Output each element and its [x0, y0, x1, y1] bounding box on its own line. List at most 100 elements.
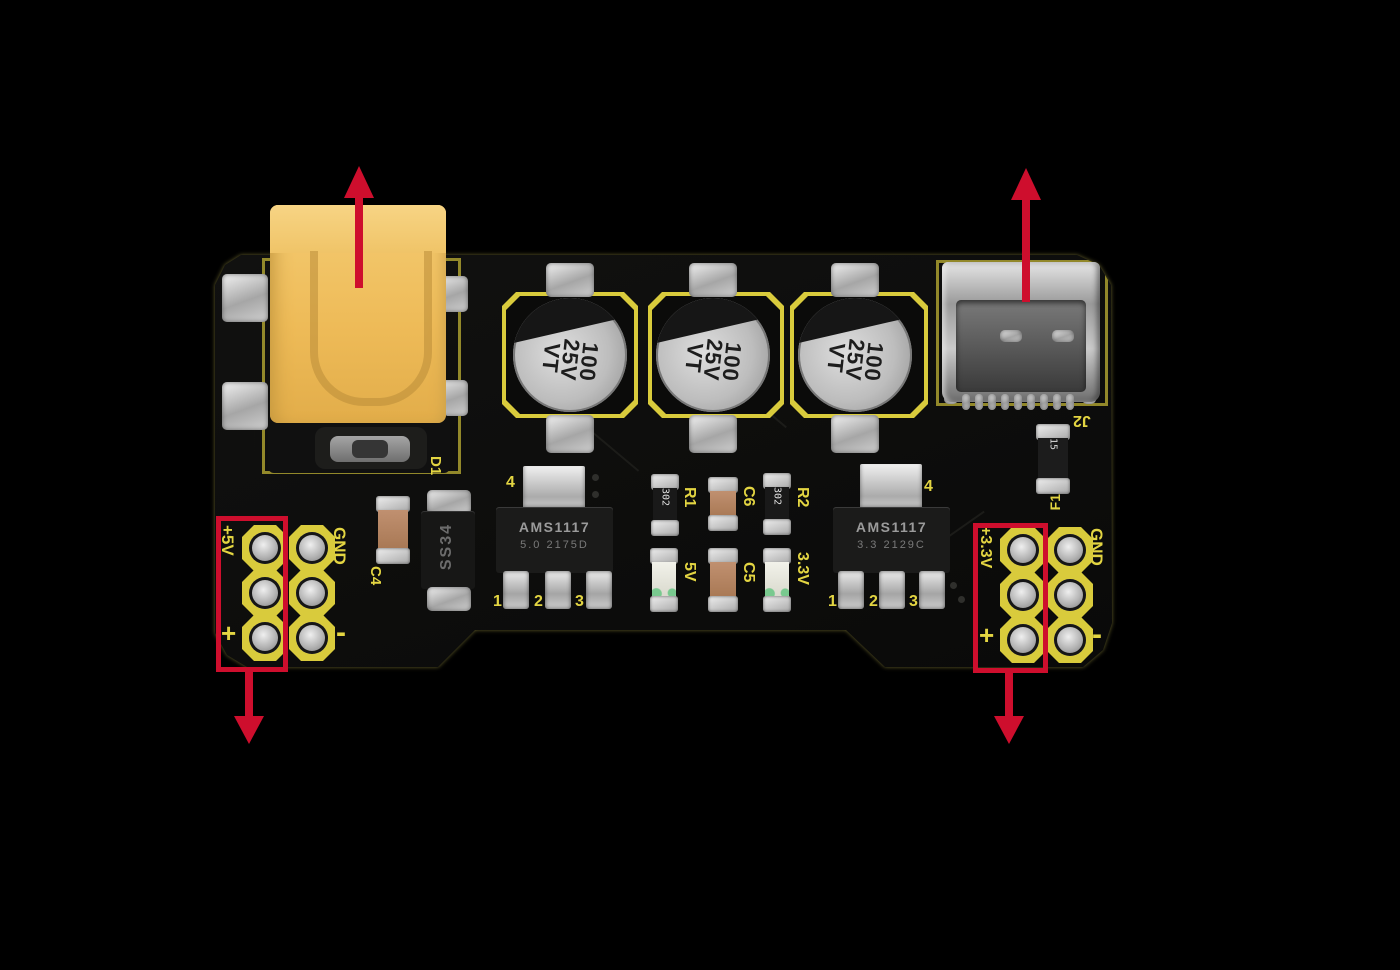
rail-5v-arrow-icon	[234, 716, 264, 744]
usb-pin-tooth	[988, 394, 996, 410]
regulator-right-ams1117: AMS1117 3.3 2129C	[833, 507, 950, 573]
led-5v	[650, 548, 678, 612]
header-left-pin	[289, 615, 335, 661]
usb-pin-tooth	[1027, 394, 1035, 410]
c6-ref-label: C6	[740, 486, 757, 507]
resistor-r2: 302	[763, 473, 791, 535]
regulator-left-pin	[545, 571, 571, 609]
r1-ref-label: R1	[681, 487, 698, 508]
capacitor-c5	[708, 548, 738, 612]
header-right-rail-label: +3.3V	[977, 526, 994, 569]
solder-pad	[1054, 534, 1086, 566]
usb-pin-tooth	[1014, 394, 1022, 410]
regulator-left-marking: 5.0 2175D	[520, 539, 589, 551]
regulator-right-marking: 3.3 2129C	[857, 539, 926, 551]
rail-5v-highlight-box	[216, 516, 288, 672]
fuse-pad-top	[1036, 424, 1070, 440]
solder-pad	[296, 577, 328, 609]
jack-pad	[222, 274, 268, 322]
fuse-marking: 15	[1047, 438, 1059, 451]
cap1-pad-bottom	[546, 415, 594, 453]
header-left-pin	[242, 615, 288, 661]
regulator-left-pin1-label: 1	[493, 593, 502, 610]
via	[592, 491, 599, 498]
regulator-right-pin	[879, 571, 905, 609]
c6-body	[710, 491, 736, 517]
c5-ref-label: C5	[740, 562, 757, 583]
regulator-left-tab	[523, 466, 585, 510]
electrolytic-capacitor-2: 100 25V VT	[656, 298, 770, 412]
r2-body: 302	[765, 487, 789, 521]
regulator-right-pin1-label: 1	[828, 593, 837, 610]
header-right-minus-label: -	[1092, 618, 1102, 651]
r2-ref-label: R2	[794, 487, 811, 508]
r2-pad-top	[763, 473, 791, 489]
c4-ref-label: C4	[367, 566, 384, 586]
usb-input-arrow-icon	[1011, 168, 1041, 200]
usb-pin-tooth	[962, 394, 970, 410]
regulator-right-pin	[919, 571, 945, 609]
fuse-body: 15	[1038, 438, 1068, 480]
diode-marking: SS34	[438, 523, 455, 571]
c5-pad-top	[708, 548, 738, 564]
solder-pad	[296, 622, 328, 654]
jack-opening-hole	[352, 440, 388, 458]
cap2-pad-bottom	[689, 415, 737, 453]
led-5v-label: 5V	[681, 562, 698, 582]
cap3-pad-top	[831, 263, 879, 297]
cap1-pad-top	[546, 263, 594, 297]
rail-3v3-arrow-shaft	[1005, 670, 1013, 718]
header-left-pin	[289, 570, 335, 616]
r1-pad-top	[651, 474, 679, 490]
c4-body	[378, 510, 408, 550]
usb-ref-label: J2	[1073, 412, 1091, 429]
dc-input-arrow-shaft	[355, 196, 363, 288]
regulator-right-pin2-label: 2	[869, 593, 878, 610]
regulator-left-pin	[586, 571, 612, 609]
header-left-plus-label: +	[221, 618, 237, 648]
led-3v3-label: 3.3V	[794, 552, 811, 585]
usb-contact-bump	[1000, 330, 1022, 342]
diode-ss34: SS34	[421, 511, 475, 589]
solder-pad	[1054, 579, 1086, 611]
usb-pin-tooth	[1001, 394, 1009, 410]
regulator-left-pin2-label: 2	[534, 593, 543, 610]
regulator-right-pin4-label: 4	[924, 478, 933, 495]
usb-pin-tooth	[975, 394, 983, 410]
usb-pin-tooth	[1066, 394, 1074, 410]
rail-3v3-highlight-box	[973, 523, 1048, 673]
header-left-pin	[242, 570, 288, 616]
usb-c-cavity	[956, 300, 1086, 392]
usb-pin-tooth	[1053, 394, 1061, 410]
usb-pin-tooth	[1040, 394, 1048, 410]
cap2-pad-top	[689, 263, 737, 297]
led5v-pad-bottom	[650, 596, 678, 612]
jack-pad	[222, 382, 268, 430]
solder-pad	[296, 532, 328, 564]
header-left-rail-label: +5V	[218, 525, 237, 556]
led5v-pad-top	[650, 548, 678, 564]
r2-marking: 302	[771, 487, 783, 506]
solder-pad	[1054, 624, 1086, 656]
capacitor-c6	[708, 477, 738, 531]
header-left-minus-label: -	[336, 616, 346, 649]
cap3-marking: 100 25V VT	[822, 337, 889, 383]
c4-pad-top	[376, 496, 410, 512]
regulator-left-pin4-label: 4	[506, 474, 515, 491]
regulator-left-ams1117: AMS1117 5.0 2175D	[496, 507, 613, 573]
led3v3-pad-bottom	[763, 596, 791, 612]
diode-ref-label: D1	[427, 456, 444, 476]
header-right-pin	[1047, 572, 1093, 618]
regulator-left-pin	[503, 571, 529, 609]
resistor-r1: 302	[651, 474, 679, 536]
diode-pad-top	[427, 490, 471, 514]
regulator-right-pin	[838, 571, 864, 609]
solder-pad	[1007, 534, 1039, 566]
header-left-pin	[242, 525, 288, 571]
c5-body	[710, 562, 736, 598]
r1-marking: 302	[659, 488, 671, 507]
usb-input-arrow-shaft	[1022, 198, 1030, 302]
fuse-ref-label: F1	[1047, 494, 1063, 511]
solder-pad	[249, 532, 281, 564]
